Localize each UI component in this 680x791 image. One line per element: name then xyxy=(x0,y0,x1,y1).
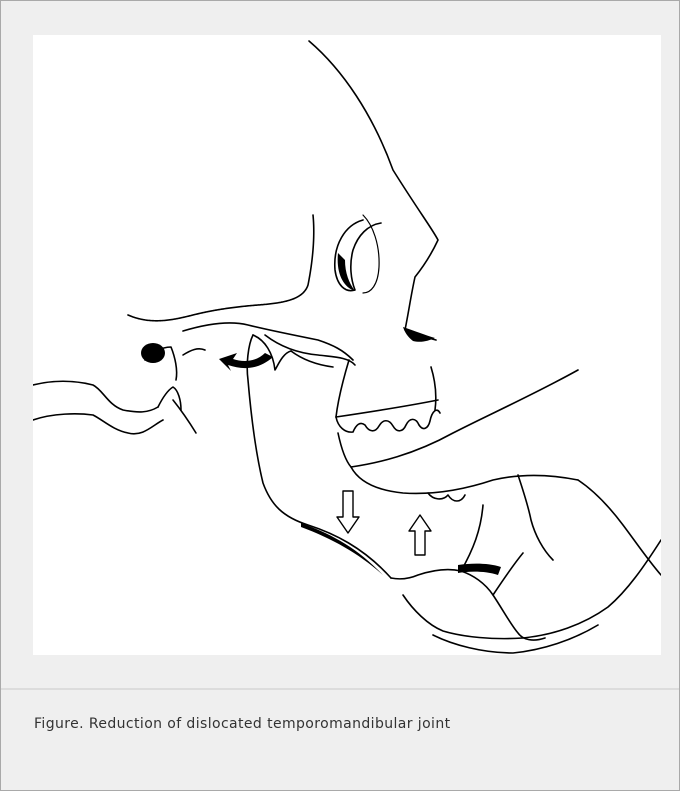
cheek-line xyxy=(336,360,349,417)
mouth-line xyxy=(338,370,578,467)
caption-divider xyxy=(1,688,679,690)
down-arrow-icon xyxy=(337,491,359,533)
maxilla-line xyxy=(431,367,436,410)
wrist-line xyxy=(578,480,661,575)
hand-lower xyxy=(403,540,661,639)
thumbnail-shadow xyxy=(458,564,501,575)
condyle-area xyxy=(183,349,205,355)
cranial-base-line xyxy=(128,215,314,321)
hand-outline xyxy=(391,570,545,640)
lower-teeth xyxy=(428,493,465,501)
jaw-shadow xyxy=(301,523,383,575)
ramus-inner xyxy=(291,351,333,367)
eye-orbit xyxy=(335,220,381,291)
neck-line-lower xyxy=(33,414,163,434)
upper-teeth xyxy=(336,410,440,432)
mandible-ramus xyxy=(247,335,391,578)
neck-line-upper xyxy=(33,381,158,412)
mandible-front xyxy=(351,467,578,493)
zygomatic-line xyxy=(183,323,353,360)
eye-orbit-rim xyxy=(363,215,379,293)
up-arrow-icon xyxy=(409,515,431,555)
thumb-line xyxy=(461,505,483,571)
figure-image xyxy=(33,35,661,655)
ear-canal xyxy=(141,343,165,363)
figure-caption: Figure. Reduction of dislocated temporom… xyxy=(34,716,450,732)
skull-profile-line xyxy=(309,41,438,340)
upper-teeth-line xyxy=(336,400,438,417)
styloid-process xyxy=(173,400,196,433)
nasal-shadow xyxy=(403,327,435,342)
rotation-arrow xyxy=(219,353,273,371)
tmj-reduction-illustration xyxy=(33,35,661,655)
palm-line xyxy=(518,475,553,560)
